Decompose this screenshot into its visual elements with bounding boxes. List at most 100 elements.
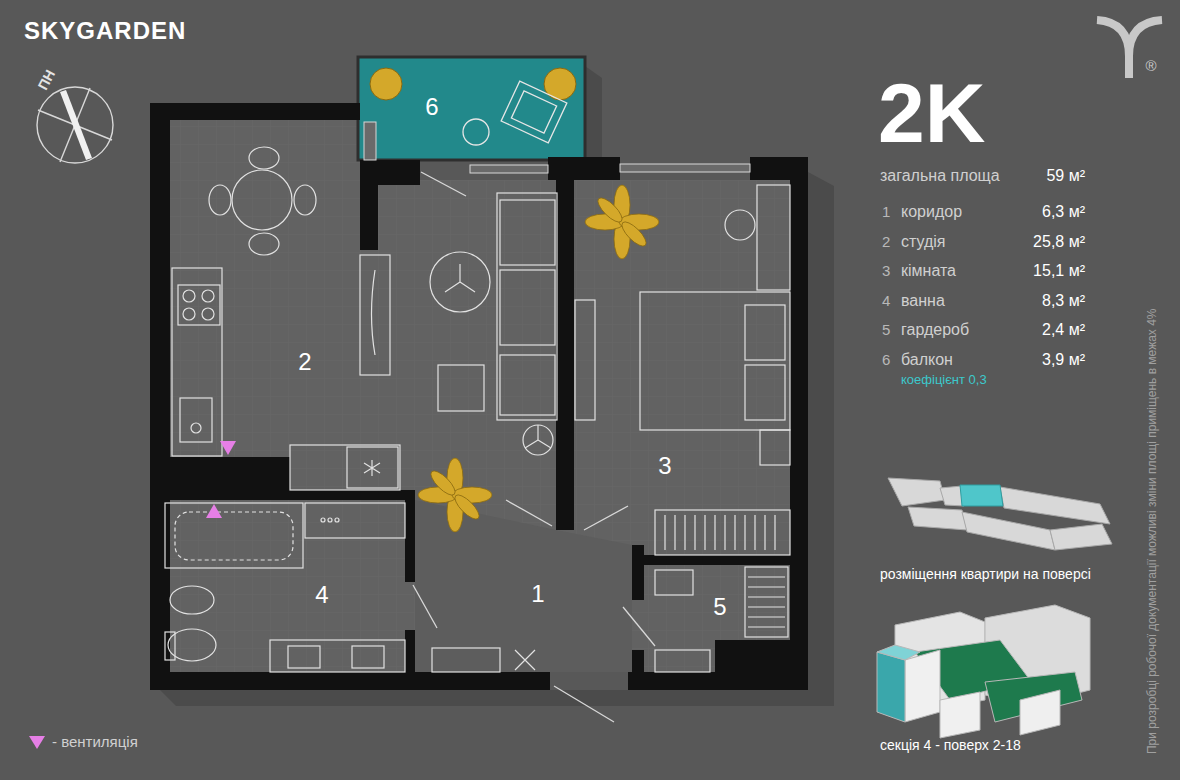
window [364,122,376,160]
furniture [288,646,320,668]
plant [618,218,649,249]
floor [415,500,632,672]
furniture [183,308,195,320]
room-name: студія [901,233,946,251]
furniture [655,650,710,672]
ventilation-mark [220,441,236,455]
door-leaf [506,500,552,526]
compass [60,90,92,160]
room-area: 8,3 м² [1042,292,1085,310]
door-leaf [623,607,655,646]
furniture [232,170,292,230]
balcony [358,57,585,160]
furniture [432,648,500,672]
area-value: 59 м² [1046,167,1085,185]
furniture [430,252,490,312]
coffee-table [463,119,489,145]
callout-number: 3 [658,453,671,479]
furniture [170,586,214,614]
plant [427,467,458,498]
furniture [575,300,595,420]
furniture [500,200,555,265]
furniture [249,233,279,255]
furniture [497,193,557,420]
logo [1129,20,1162,56]
furniture [760,430,790,465]
ventilation-mark [206,504,222,518]
building-section [1020,690,1060,735]
furniture [525,425,551,448]
wall-shadow [585,66,602,160]
wall-shadow [808,172,834,706]
furniture [360,255,390,375]
wall [632,555,790,565]
building-section [940,692,980,738]
furniture [183,290,195,302]
room-number: 3 [882,263,890,280]
room-name: кімната [901,262,956,280]
callout-number: 5 [713,594,726,620]
window [470,165,548,173]
logo [1097,20,1129,78]
balcony [358,57,585,160]
ventilation-mark [206,441,236,518]
plant [594,194,625,225]
furniture [745,305,785,360]
room-number: 5 [882,322,890,339]
wall [150,103,360,120]
floor-location-plan [908,507,967,530]
legend-entry: - вентиляція [28,733,138,751]
callout-number: 6 [425,94,438,120]
wall [790,157,808,690]
floor [170,120,790,672]
door-leaf [413,585,437,628]
door-leaf [421,172,466,196]
furniture [165,632,175,660]
furniture [515,650,535,670]
furniture [202,308,214,320]
room-number: 6 [882,352,890,369]
room-area: 15,1 м² [1033,262,1085,280]
room-name: балкон [901,351,953,369]
furniture [500,355,555,415]
furniture [191,423,201,433]
furniture [748,577,785,627]
furniture [249,147,279,169]
callout-number: 1 [531,581,544,607]
furniture [655,510,790,555]
wall [150,103,808,690]
window [364,122,750,173]
legend-swatch [28,733,46,751]
room-name: ванна [901,292,945,310]
plant [418,185,659,532]
wall [405,490,415,582]
wall [556,180,574,530]
furniture [665,515,775,550]
building-section [877,652,905,722]
furniture [178,285,220,325]
furniture [655,570,693,595]
area-caption: загальна площа [880,167,1000,185]
trademark: ® [1145,58,1156,75]
callout-number: 4 [315,582,328,608]
furniture [745,365,785,420]
plant [370,68,576,100]
furniture [328,518,332,522]
furniture [165,147,790,672]
callout-number: 2 [298,349,311,375]
furniture [202,290,214,302]
wall [150,490,415,500]
coefficient-note: коефіцієнт 0,3 [901,373,987,387]
balcony [370,68,402,100]
wall-shadow [160,66,834,706]
wall [628,672,808,690]
furniture [335,518,339,522]
floor-location-plan [1050,524,1112,550]
floor-location-plan [962,512,1055,550]
furniture [725,210,755,240]
wall [715,640,790,672]
apartment-type: 2K [878,67,985,159]
logo [1097,20,1162,78]
